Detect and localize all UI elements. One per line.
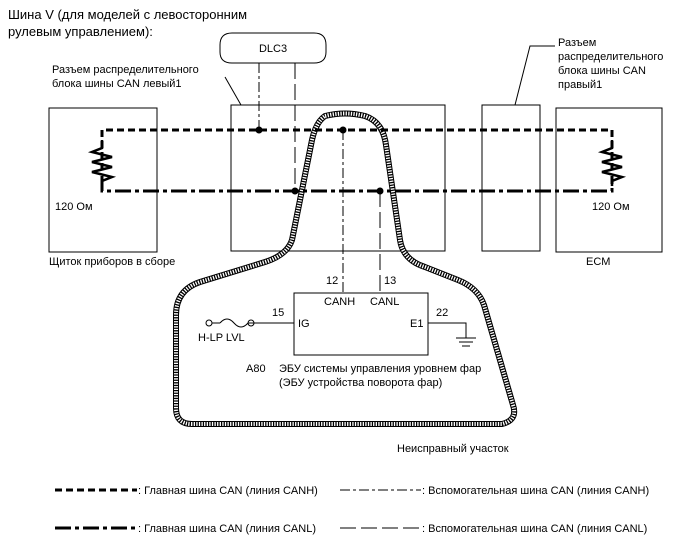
resistor-right-value: 120 Ом [592, 201, 630, 213]
ecu-terminal-canl: CANL [370, 296, 399, 308]
dlc3-label: DLC3 [259, 43, 287, 55]
ecu-pin-e1: 22 [436, 307, 448, 319]
ecu-terminal-canh: CANH [324, 296, 355, 308]
fuse-label: H-LP LVL [198, 332, 245, 344]
ground-icon [456, 337, 476, 347]
ecm-label: ECM [586, 256, 610, 268]
junction-dot-ecu-canl [376, 187, 384, 195]
ecu-name-line2: (ЭБУ устройства поворота фар) [279, 377, 442, 389]
legend-sub-canl-text: : Вспомогательная шина CAN (линия CANL) [422, 523, 647, 535]
ecu-pin-ig: 15 [272, 307, 284, 319]
junction-right-label-line2: распределительного [558, 51, 663, 63]
ground-wire [428, 322, 467, 338]
legend: : Главная шина CAN (линия CANH) : Главна… [55, 485, 649, 535]
legend-main-canh-text: : Главная шина CAN (линия CANH) [138, 485, 318, 497]
resistor-right [597, 140, 627, 186]
junction-dot-ecu-canh [339, 126, 347, 134]
junction-dot-dlc3-canl [291, 187, 299, 195]
ecu-connector-code: A80 [246, 363, 266, 375]
faulty-section-label: Неисправный участок [397, 443, 509, 455]
dlc3-connector-shape [219, 32, 327, 64]
ecu-pin-canh: 12 [326, 275, 338, 287]
legend-main-canl-text: : Главная шина CAN (линия CANL) [138, 523, 316, 535]
ecm-box [555, 107, 663, 253]
ecu-terminal-e1: E1 [410, 318, 423, 330]
junction-left-label-line2: блока шины CAN левый1 [52, 78, 182, 90]
diagram-title-line2: рулевым управлением): [8, 24, 153, 39]
diagram-title-line1: Шина V (для моделей с левосторонним [8, 7, 247, 22]
junction-right-label-line1: Разъем [558, 37, 596, 49]
resistor-left-value: 120 Ом [55, 201, 93, 213]
fuse-icon [219, 318, 249, 328]
legend-sub-canh-text: : Вспомогательная шина CAN (линия CANH) [422, 485, 649, 497]
junction-dot-dlc3-canh [255, 126, 263, 134]
junction-right-label-line3: блока шины CAN [558, 65, 646, 77]
junction-connector-left-box [230, 104, 446, 252]
ecu-name-line1: ЭБУ системы управления уровнем фар [279, 363, 481, 375]
ecu-terminal-ig: IG [298, 318, 310, 330]
ecu-pin-canl: 13 [384, 275, 396, 287]
junction-left-label-line1: Разъем распределительного [52, 64, 199, 76]
fuse-terminal-left [205, 319, 213, 327]
junction-right-leader [514, 45, 555, 106]
junction-connector-right-box [481, 104, 541, 252]
headlamp-leveling-ecu-box [293, 292, 429, 356]
meter-label: Щиток приборов в сборе [49, 256, 175, 268]
junction-right-label-line4: правый1 [558, 79, 602, 91]
resistor-left [87, 140, 117, 186]
junction-left-leader [224, 76, 242, 106]
